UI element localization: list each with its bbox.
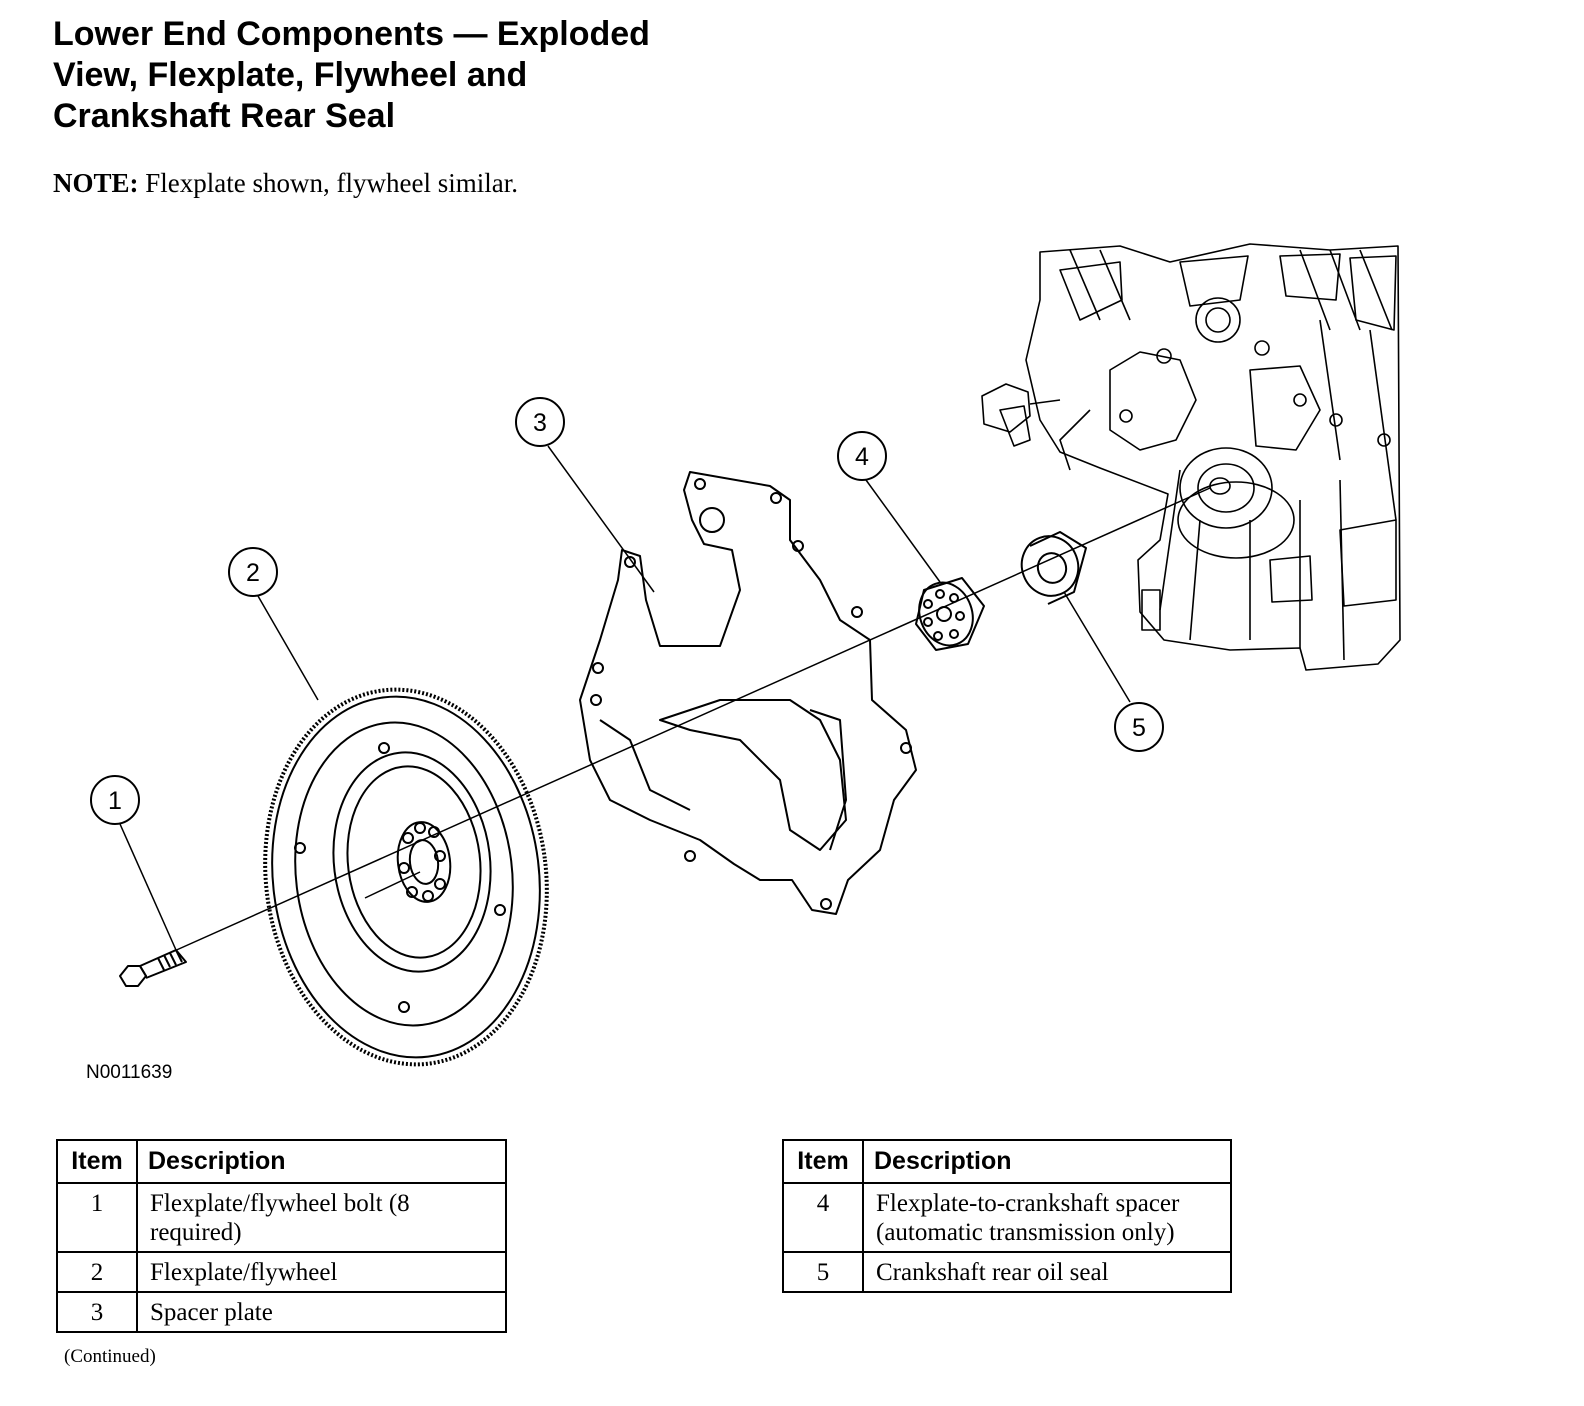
leader-line-3	[547, 445, 655, 593]
item-number: 3	[56, 1291, 138, 1333]
leader-line-5	[1063, 591, 1131, 703]
item-description: Flexplate/flywheel bolt (8 required)	[136, 1182, 507, 1253]
item-description: Spacer plate	[136, 1291, 507, 1333]
item-number: 1	[56, 1182, 138, 1253]
callout-5: 5	[1114, 702, 1164, 752]
callout-4-label: 4	[855, 443, 869, 471]
table-row: 5 Crankshaft rear oil seal	[782, 1251, 1232, 1293]
title-line-2: View, Flexplate, Flywheel and	[53, 56, 528, 94]
column-header-description: Description	[136, 1139, 507, 1184]
column-header-description: Description	[862, 1139, 1232, 1184]
item-number: 4	[782, 1182, 864, 1253]
item-description: Flexplate-to-crankshaft spacer (automati…	[862, 1182, 1232, 1253]
exploded-view-diagram: 1 2 3 4 5	[90, 243, 1401, 1067]
legend-table-right: Item Description 4 Flexplate-to-cranksha…	[782, 1139, 1232, 1293]
note-label: NOTE:	[53, 168, 139, 198]
item-description: Flexplate/flywheel	[136, 1251, 507, 1293]
flexplate-to-crankshaft-spacer	[915, 577, 985, 651]
callout-2-label: 2	[246, 559, 260, 587]
leader-line-1	[119, 823, 177, 951]
table-row: 3 Spacer plate	[56, 1291, 507, 1333]
note: NOTE: Flexplate shown, flywheel similar.	[53, 168, 518, 199]
item-number: 5	[782, 1251, 864, 1293]
legend-table-left: Item Description 1 Flexplate/flywheel bo…	[56, 1139, 507, 1333]
crankshaft-rear-oil-seal	[1020, 531, 1087, 605]
legend-header-row: Item Description	[782, 1139, 1232, 1184]
callout-5-label: 5	[1132, 714, 1146, 742]
assembly-axis-rear	[364, 871, 421, 899]
callout-2: 2	[228, 547, 278, 597]
column-header-item: Item	[56, 1139, 138, 1184]
flexplate-flywheel-bolt	[119, 949, 187, 987]
column-header-item: Item	[782, 1139, 864, 1184]
continued-note: (Continued)	[64, 1346, 156, 1367]
callout-1-label: 1	[108, 787, 122, 815]
title-line-3: Crankshaft Rear Seal	[53, 97, 396, 135]
item-number: 2	[56, 1251, 138, 1293]
table-row: 1 Flexplate/flywheel bolt (8 required)	[56, 1182, 507, 1253]
page-title: Lower End Components — Exploded View, Fl…	[53, 14, 773, 137]
table-row: 2 Flexplate/flywheel	[56, 1251, 507, 1293]
leader-line-2	[257, 595, 319, 701]
callout-1: 1	[90, 775, 140, 825]
assembly-axis-line	[171, 487, 1211, 953]
figure-id: N0011639	[86, 1062, 173, 1083]
legend-header-row: Item Description	[56, 1139, 507, 1184]
flexplate-flywheel	[263, 687, 549, 1067]
note-text: Flexplate shown, flywheel similar.	[138, 168, 518, 198]
item-description: Crankshaft rear oil seal	[862, 1251, 1232, 1293]
callout-3: 3	[515, 397, 565, 447]
callout-3-label: 3	[533, 409, 547, 437]
table-row: 4 Flexplate-to-crankshaft spacer (automa…	[782, 1182, 1232, 1253]
callout-4: 4	[837, 431, 887, 481]
engine-block	[981, 243, 1401, 671]
spacer-plate	[579, 471, 917, 915]
title-line-1: Lower End Components — Exploded	[53, 15, 650, 53]
leader-line-4	[865, 479, 941, 583]
